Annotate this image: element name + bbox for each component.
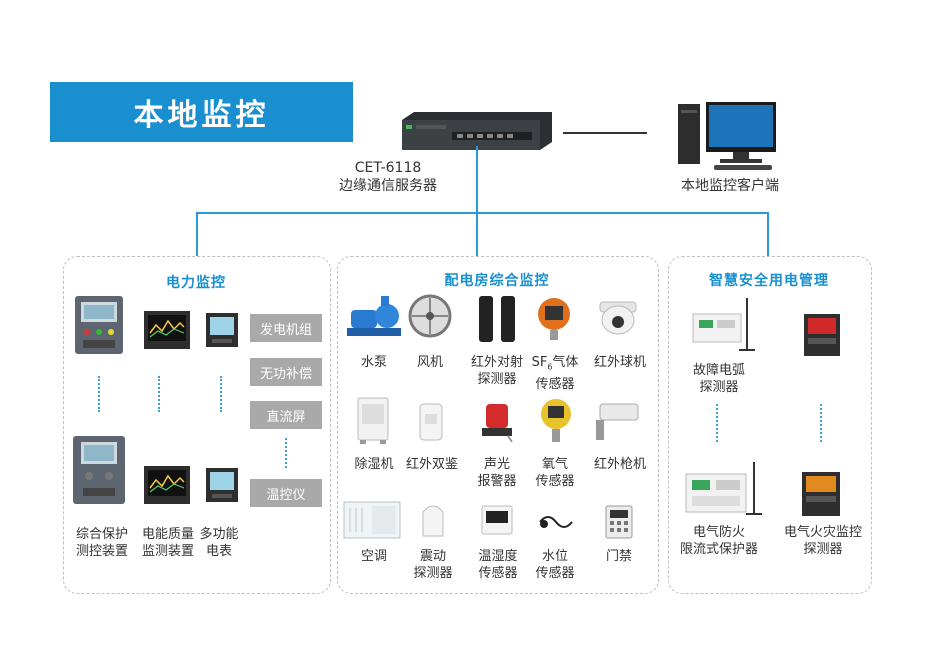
bus-vertical [476, 146, 478, 218]
ir-bullet-camera-icon [594, 404, 640, 440]
room-label-temp-humidity: 温湿度传感器 [470, 548, 526, 582]
room-label-ac: 空调 [350, 548, 398, 565]
panel-power-title: 电力监控 [63, 272, 329, 292]
device-label-multifunction: 多功能电表 [196, 526, 242, 560]
room-label-dehumidifier: 除湿机 [348, 456, 400, 473]
access-control-icon [606, 506, 632, 538]
panel-room-title: 配电房综合监控 [337, 270, 657, 290]
fan-icon [408, 294, 452, 338]
device-label-protection: 综合保护测控装置 [70, 526, 134, 560]
arc-fault-detector-icon [693, 294, 757, 354]
box-temp-controller: 温控仪 [250, 479, 322, 507]
server-name: 边缘通信服务器 [318, 178, 458, 195]
water-level-sensor-icon [538, 512, 572, 532]
dehumidifier-icon [358, 398, 388, 444]
bus-horizontal [196, 212, 768, 214]
protection-relay-icon [75, 296, 123, 354]
oxygen-sensor-icon [537, 396, 575, 442]
power-continuation-dots-1 [98, 376, 102, 412]
box-reactive-compensation: 无功补偿 [250, 358, 322, 386]
box-dc-panel: 直流屏 [250, 401, 322, 429]
multifunction-meter-icon [206, 313, 238, 347]
fire-limiting-protector-icon [686, 462, 764, 518]
room-label-pump: 水泵 [350, 354, 398, 371]
power-quality-meter-icon-2 [144, 466, 190, 504]
water-pump-icon [345, 294, 403, 340]
safety-label-arc-fault: 故障电弧探测器 [684, 362, 754, 396]
dual-tech-detector-icon [420, 404, 442, 440]
bus-drop-power [196, 212, 198, 257]
vibration-detector-icon [421, 500, 445, 536]
computer-icon [678, 102, 778, 172]
bus-drop-safety [767, 212, 769, 257]
room-label-water-level: 水位传感器 [528, 548, 582, 582]
server-model: CET-6118 [338, 160, 438, 177]
room-label-sf6: SF6气体 传感器 [526, 354, 584, 393]
banner-title: 本地监控 [50, 82, 353, 142]
room-label-ir-beam: 红外对射探测器 [464, 354, 530, 388]
bus-drop-room [476, 212, 478, 257]
safety-label-fire-limiter: 电气防火限流式保护器 [674, 524, 764, 558]
room-label-vibration: 震动探测器 [406, 548, 460, 582]
room-label-alarm: 声光报警器 [470, 456, 524, 490]
client-name: 本地监控客户端 [665, 178, 795, 195]
box-generator: 发电机组 [250, 314, 322, 342]
temp-humidity-sensor-icon [482, 506, 512, 534]
safety-continuation-dots-2 [820, 404, 824, 442]
infrared-beam-icon [477, 296, 519, 342]
device-label-power-quality: 电能质量监测装置 [138, 526, 198, 560]
power-continuation-dots-2 [158, 376, 162, 412]
sf6-gas-sensor-icon [533, 294, 575, 340]
room-label-dome-camera: 红外球机 [588, 354, 652, 371]
fire-monitor-detector-icon-2 [802, 472, 840, 516]
box-continuation-dots [285, 438, 289, 468]
safety-label-fire-monitor: 电气火灾监控探测器 [778, 524, 868, 558]
power-continuation-dots-3 [220, 376, 224, 412]
protection-relay-icon-2 [73, 436, 125, 504]
room-label-dual-tech: 红外双鉴 [400, 456, 464, 473]
power-quality-meter-icon [144, 311, 190, 349]
panel-safety-title: 智慧安全用电管理 [668, 270, 870, 290]
server-client-link [563, 132, 647, 134]
audible-visual-alarm-icon [482, 400, 512, 442]
room-label-oxygen: 氧气传感器 [528, 456, 582, 490]
room-label-bullet-camera: 红外枪机 [588, 456, 652, 473]
air-conditioner-icon [344, 502, 400, 538]
multifunction-meter-icon-2 [206, 468, 238, 502]
room-label-fan: 风机 [406, 354, 454, 371]
safety-continuation-dots-1 [716, 404, 720, 442]
fire-monitor-detector-icon [804, 314, 840, 356]
ir-dome-camera-icon [598, 300, 638, 338]
room-label-access-control: 门禁 [592, 548, 646, 565]
